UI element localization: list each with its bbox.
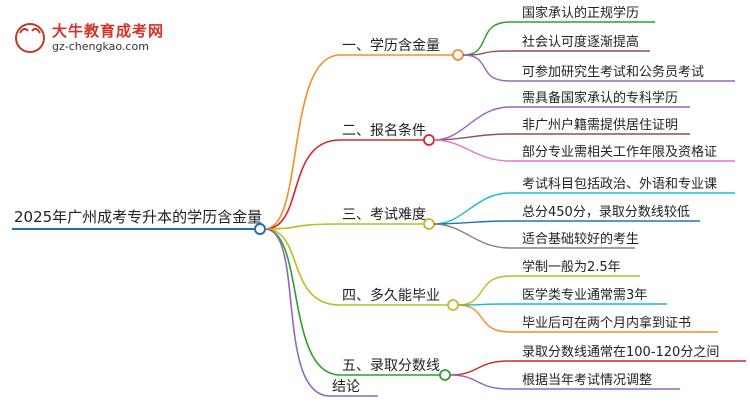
leaf-label[interactable]: 非广州户籍需提供居住证明 (522, 117, 678, 133)
leaf-label[interactable]: 可参加研究生考试和公务员考试 (522, 64, 704, 80)
leaf-label[interactable]: 社会认可度逐渐提高 (522, 34, 639, 50)
root-topic-label[interactable]: 2025年广州成考专升本的学历含金量 (14, 208, 262, 226)
branch-label[interactable]: 一、学历含金量 (342, 38, 440, 54)
site-logo[interactable]: 大牛教育成考网 gz-chengkao.com (14, 18, 194, 58)
leaf-connector (433, 133, 511, 141)
branch-connector (264, 223, 341, 230)
branch-node-circle[interactable] (439, 369, 451, 381)
leaf-label[interactable]: 适合基础较好的考生 (522, 231, 639, 247)
leaf-label[interactable]: 根据当年考试情况调整 (522, 373, 652, 388)
branch-label[interactable]: 三、考试难度 (342, 207, 426, 223)
leaf-connector (462, 50, 511, 56)
branch-connector (264, 139, 341, 230)
leaf-label[interactable]: 毕业后可在两个月内拿到证书 (522, 315, 691, 331)
leaf-connector (457, 304, 511, 333)
leaf-connector (457, 275, 511, 306)
branch-connector (264, 228, 341, 306)
branch-connector (264, 228, 341, 376)
leaf-label[interactable]: 医学类专业通常需3年 (522, 287, 647, 303)
branch-connector (264, 54, 341, 230)
leaf-label[interactable]: 部分专业需相关工作年限及资格证 (522, 144, 717, 160)
branch-node-circle[interactable] (447, 299, 459, 311)
logo-title: 大牛教育成考网 (52, 22, 165, 40)
leaf-connector (433, 223, 511, 249)
branch-label[interactable]: 二、报名条件 (342, 122, 426, 139)
leaf-label[interactable]: 需具备国家承认的专科学历 (522, 90, 678, 106)
root-node-circle[interactable] (254, 223, 266, 235)
leaf-label[interactable]: 总分450分，录取分数线较低 (522, 205, 690, 220)
leaf-connector (449, 374, 511, 390)
bull-logo-icon (15, 23, 45, 53)
leaf-label[interactable]: 考试科目包括政治、外语和专业课 (522, 177, 717, 192)
branch-node-circle[interactable] (423, 134, 435, 146)
branch-connector (264, 228, 331, 397)
branch-label[interactable]: 四、多久能毕业 (342, 287, 440, 304)
leaf-connector (462, 21, 511, 56)
branch-label[interactable]: 结论 (332, 379, 360, 395)
leaf-label[interactable]: 录取分数线通常在100-120分之间 (522, 345, 719, 360)
leaf-label[interactable]: 学制一般为2.5年 (522, 259, 621, 275)
leaf-label[interactable]: 国家承认的正规学历 (522, 5, 639, 21)
leaf-connector (449, 360, 511, 376)
leaf-connector (433, 139, 511, 162)
leaf-connector (433, 192, 511, 225)
leaf-connector (433, 106, 511, 141)
branch-node-circle[interactable] (452, 49, 464, 61)
logo-url: gz-chengkao.com (52, 40, 149, 53)
leaf-connector (462, 54, 511, 82)
branch-node-circle[interactable] (423, 218, 435, 230)
branch-label[interactable]: 五、录取分数线 (342, 358, 440, 374)
